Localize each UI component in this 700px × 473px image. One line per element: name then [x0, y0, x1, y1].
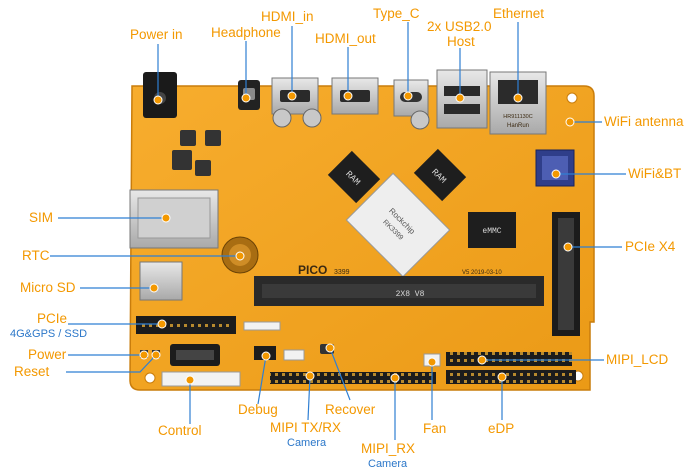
label-wifi-bt: WiFi&BT [628, 167, 681, 181]
label-headphone: Headphone [211, 26, 281, 40]
rj45-brand: HanRun [507, 123, 529, 129]
label-usb-line2: Host [447, 35, 475, 49]
label-wifi-antenna: WiFi antenna [604, 115, 684, 129]
label-power: Power [28, 348, 66, 362]
emmc-label: eMMC [482, 227, 501, 236]
label-debug: Debug [238, 403, 278, 417]
version-silk: V5 2019-03-10 [462, 270, 502, 276]
label-pcie: PCIe [37, 312, 67, 326]
label-fan: Fan [423, 422, 446, 436]
label-mipi-txrx-sub: Camera [287, 438, 326, 449]
label-mipi-rx-sub: Camera [368, 459, 407, 470]
mipi-lcd-header [446, 352, 572, 366]
label-pcie-sub: 4G&GPS / SSD [10, 329, 87, 340]
label-power-in: Power in [130, 28, 183, 42]
label-reset: Reset [14, 365, 49, 379]
pico-silk: PICO [298, 263, 327, 277]
label-mipi-txrx: MIPI TX/RX [270, 421, 341, 435]
mipi-rx-header [330, 372, 436, 384]
label-type-c: Type_C [373, 7, 420, 21]
rj45-silk: HR911130C [503, 114, 532, 120]
label-mipi-rx: MIPI_RX [361, 442, 415, 456]
label-usb-line1: 2x USB2.0 [427, 20, 492, 34]
label-edp: eDP [488, 422, 514, 436]
edp-header [446, 370, 576, 384]
label-hdmi-out: HDMI_out [315, 32, 376, 46]
control-connector [162, 372, 240, 386]
label-hdmi-in: HDMI_in [261, 10, 314, 24]
label-rtc: RTC [22, 249, 50, 263]
label-micro-sd: Micro SD [20, 281, 76, 295]
micro-sd-slot [140, 262, 182, 300]
pico-num-silk: 3399 [334, 269, 350, 276]
label-recover: Recover [325, 403, 375, 417]
dimm-silk: 2X8 V8 [396, 290, 425, 299]
label-ethernet: Ethernet [493, 7, 544, 21]
label-control: Control [158, 424, 202, 438]
label-pcie-x4: PCIe X4 [625, 240, 675, 254]
label-mipi-lcd: MIPI_LCD [606, 353, 668, 367]
label-sim: SIM [29, 211, 53, 225]
